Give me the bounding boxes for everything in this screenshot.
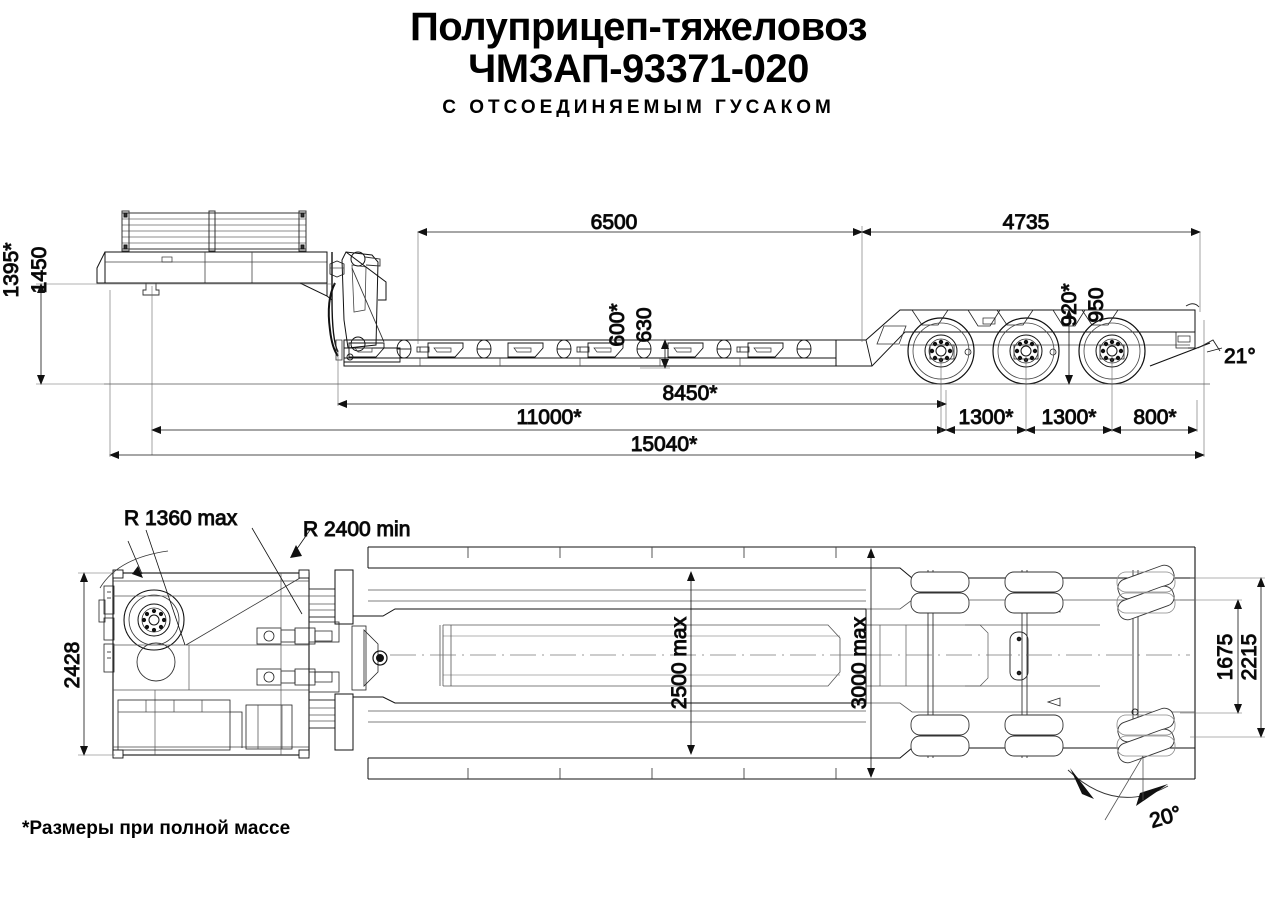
dim-2428: 2428: [61, 642, 84, 689]
dim-8450: 8450*: [663, 382, 718, 405]
dim-950: 950: [1085, 287, 1108, 322]
dim-2500-max: 2500 max: [668, 616, 691, 709]
bogie-plan: [866, 546, 1196, 780]
dim-r1360: R 1360 max: [124, 507, 238, 530]
neck-connection-plan: [308, 569, 388, 751]
dim-600: 600*: [606, 303, 629, 346]
dim-1675: 1675: [1214, 634, 1237, 681]
dim-15040: 15040*: [631, 433, 698, 456]
page-title-line2: ЧМЗАП-93371-020: [468, 47, 809, 92]
side-view-dim-labels: 1395* 1450 6500 4735 600* 630 920* 950 8…: [0, 211, 1256, 457]
plan-view-dim-labels: 2428 R 1360 max R 2400 min 2500 max 3000…: [61, 507, 1262, 834]
side-view-group: [96, 210, 1221, 385]
side-view-dimensions: [36, 226, 1223, 459]
gooseneck-assembly: [96, 210, 401, 363]
footnote-text: *Размеры при полной массе: [22, 818, 291, 839]
deck-plan: [353, 546, 867, 780]
dim-1450: 1450: [28, 247, 51, 294]
plan-view-group: [98, 546, 1196, 780]
dim-overhang: 800*: [1133, 406, 1176, 429]
rear-bogie-frame: [836, 303, 1221, 367]
dim-axle-1: 1300*: [959, 406, 1014, 429]
dim-1395: 1395*: [0, 243, 23, 298]
dim-steer-angle: 20°: [1147, 802, 1184, 833]
dim-920: 920*: [1058, 283, 1081, 326]
dim-6500: 6500: [591, 211, 638, 234]
gooseneck-plan: [98, 569, 333, 759]
dim-3000-max: 3000 max: [848, 616, 871, 709]
dim-11000: 11000*: [516, 406, 581, 429]
dim-2215: 2215: [1238, 634, 1261, 681]
page-subtitle: С ОТСОЕДИНЯЕМЫМ ГУСАКОМ: [442, 96, 835, 118]
plan-view-dimensions: [78, 527, 1265, 821]
page-title-line1: Полуприцеп-тяжеловоз: [410, 5, 868, 49]
dim-4735: 4735: [1003, 211, 1050, 234]
wheel-group: [907, 317, 1146, 385]
dim-630: 630: [633, 307, 656, 342]
dim-r2400: R 2400 min: [303, 518, 410, 541]
title-block: Полуприцеп-тяжеловоз ЧМЗАП-93371-020 С О…: [0, 6, 1277, 119]
dim-axle-2: 1300*: [1042, 406, 1097, 429]
dim-ramp-angle: 21°: [1224, 345, 1256, 368]
